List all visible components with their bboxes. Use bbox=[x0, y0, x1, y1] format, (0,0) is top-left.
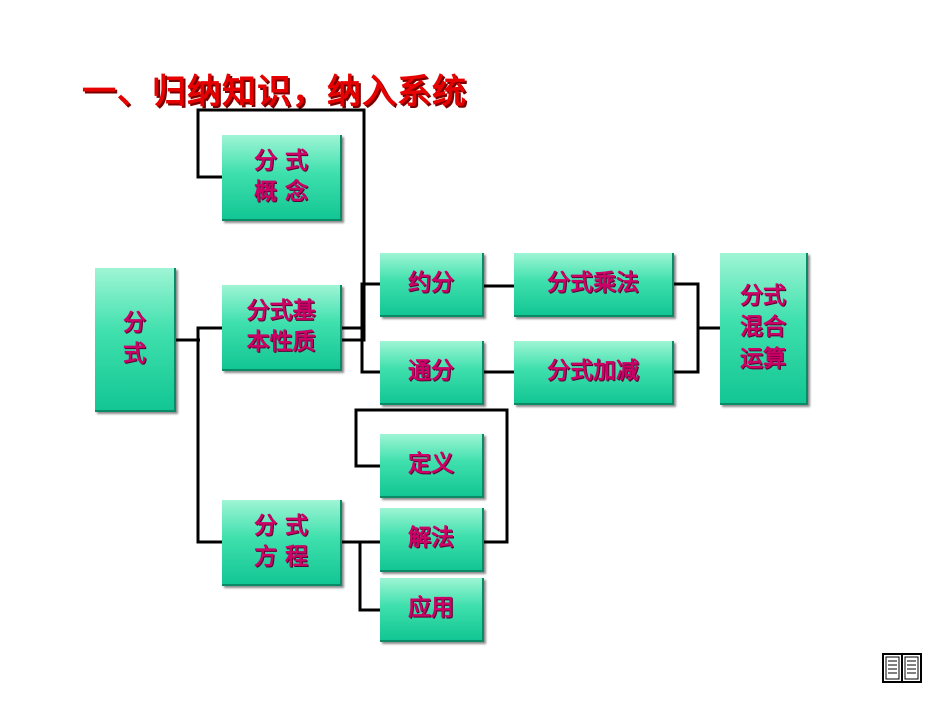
connector-trunk-property bbox=[196, 326, 222, 544]
node-application: 应用 bbox=[380, 578, 484, 642]
node-root: 分 式 bbox=[95, 268, 176, 412]
node-concept: 分 式 概 念 bbox=[222, 135, 342, 221]
node-definition-label: 定义 bbox=[408, 451, 454, 478]
node-reduce-label: 约分 bbox=[408, 270, 454, 297]
node-property: 分式基 本性质 bbox=[222, 285, 342, 371]
node-equation: 分 式 方 程 bbox=[222, 500, 342, 586]
node-application-label: 应用 bbox=[408, 595, 454, 622]
node-reduce: 约分 bbox=[380, 253, 484, 317]
connector-merge-mixed bbox=[674, 282, 700, 374]
node-add-subtract-label: 分式加减 bbox=[547, 358, 639, 385]
node-multiply-divide-label: 分式乘法 bbox=[547, 270, 639, 297]
node-common-denominator-label: 通分 bbox=[408, 358, 454, 385]
node-definition: 定义 bbox=[380, 434, 484, 498]
connector-definition-loop bbox=[354, 408, 509, 544]
book-icon[interactable] bbox=[882, 652, 922, 684]
connector-concept-loop bbox=[196, 108, 366, 342]
node-add-subtract: 分式加减 bbox=[514, 341, 674, 405]
node-concept-label: 分 式 概 念 bbox=[253, 147, 308, 205]
node-property-label: 分式基 本性质 bbox=[246, 297, 316, 355]
page-title: 一、归纳知识，纳入系统 bbox=[82, 72, 467, 112]
node-common-denominator: 通分 bbox=[380, 341, 484, 405]
connector-equation-items bbox=[358, 542, 380, 612]
node-multiply-divide: 分式乘法 bbox=[514, 253, 674, 317]
node-solution-label: 解法 bbox=[408, 525, 454, 552]
connector-reduce-common bbox=[360, 282, 382, 374]
node-equation-label: 分 式 方 程 bbox=[253, 512, 308, 570]
node-mixed-ops-label: 分式 混合 运算 bbox=[740, 283, 786, 372]
node-mixed-ops: 分式 混合 运算 bbox=[720, 253, 808, 405]
node-solution: 解法 bbox=[380, 508, 484, 572]
node-root-label: 分 式 bbox=[123, 309, 146, 367]
